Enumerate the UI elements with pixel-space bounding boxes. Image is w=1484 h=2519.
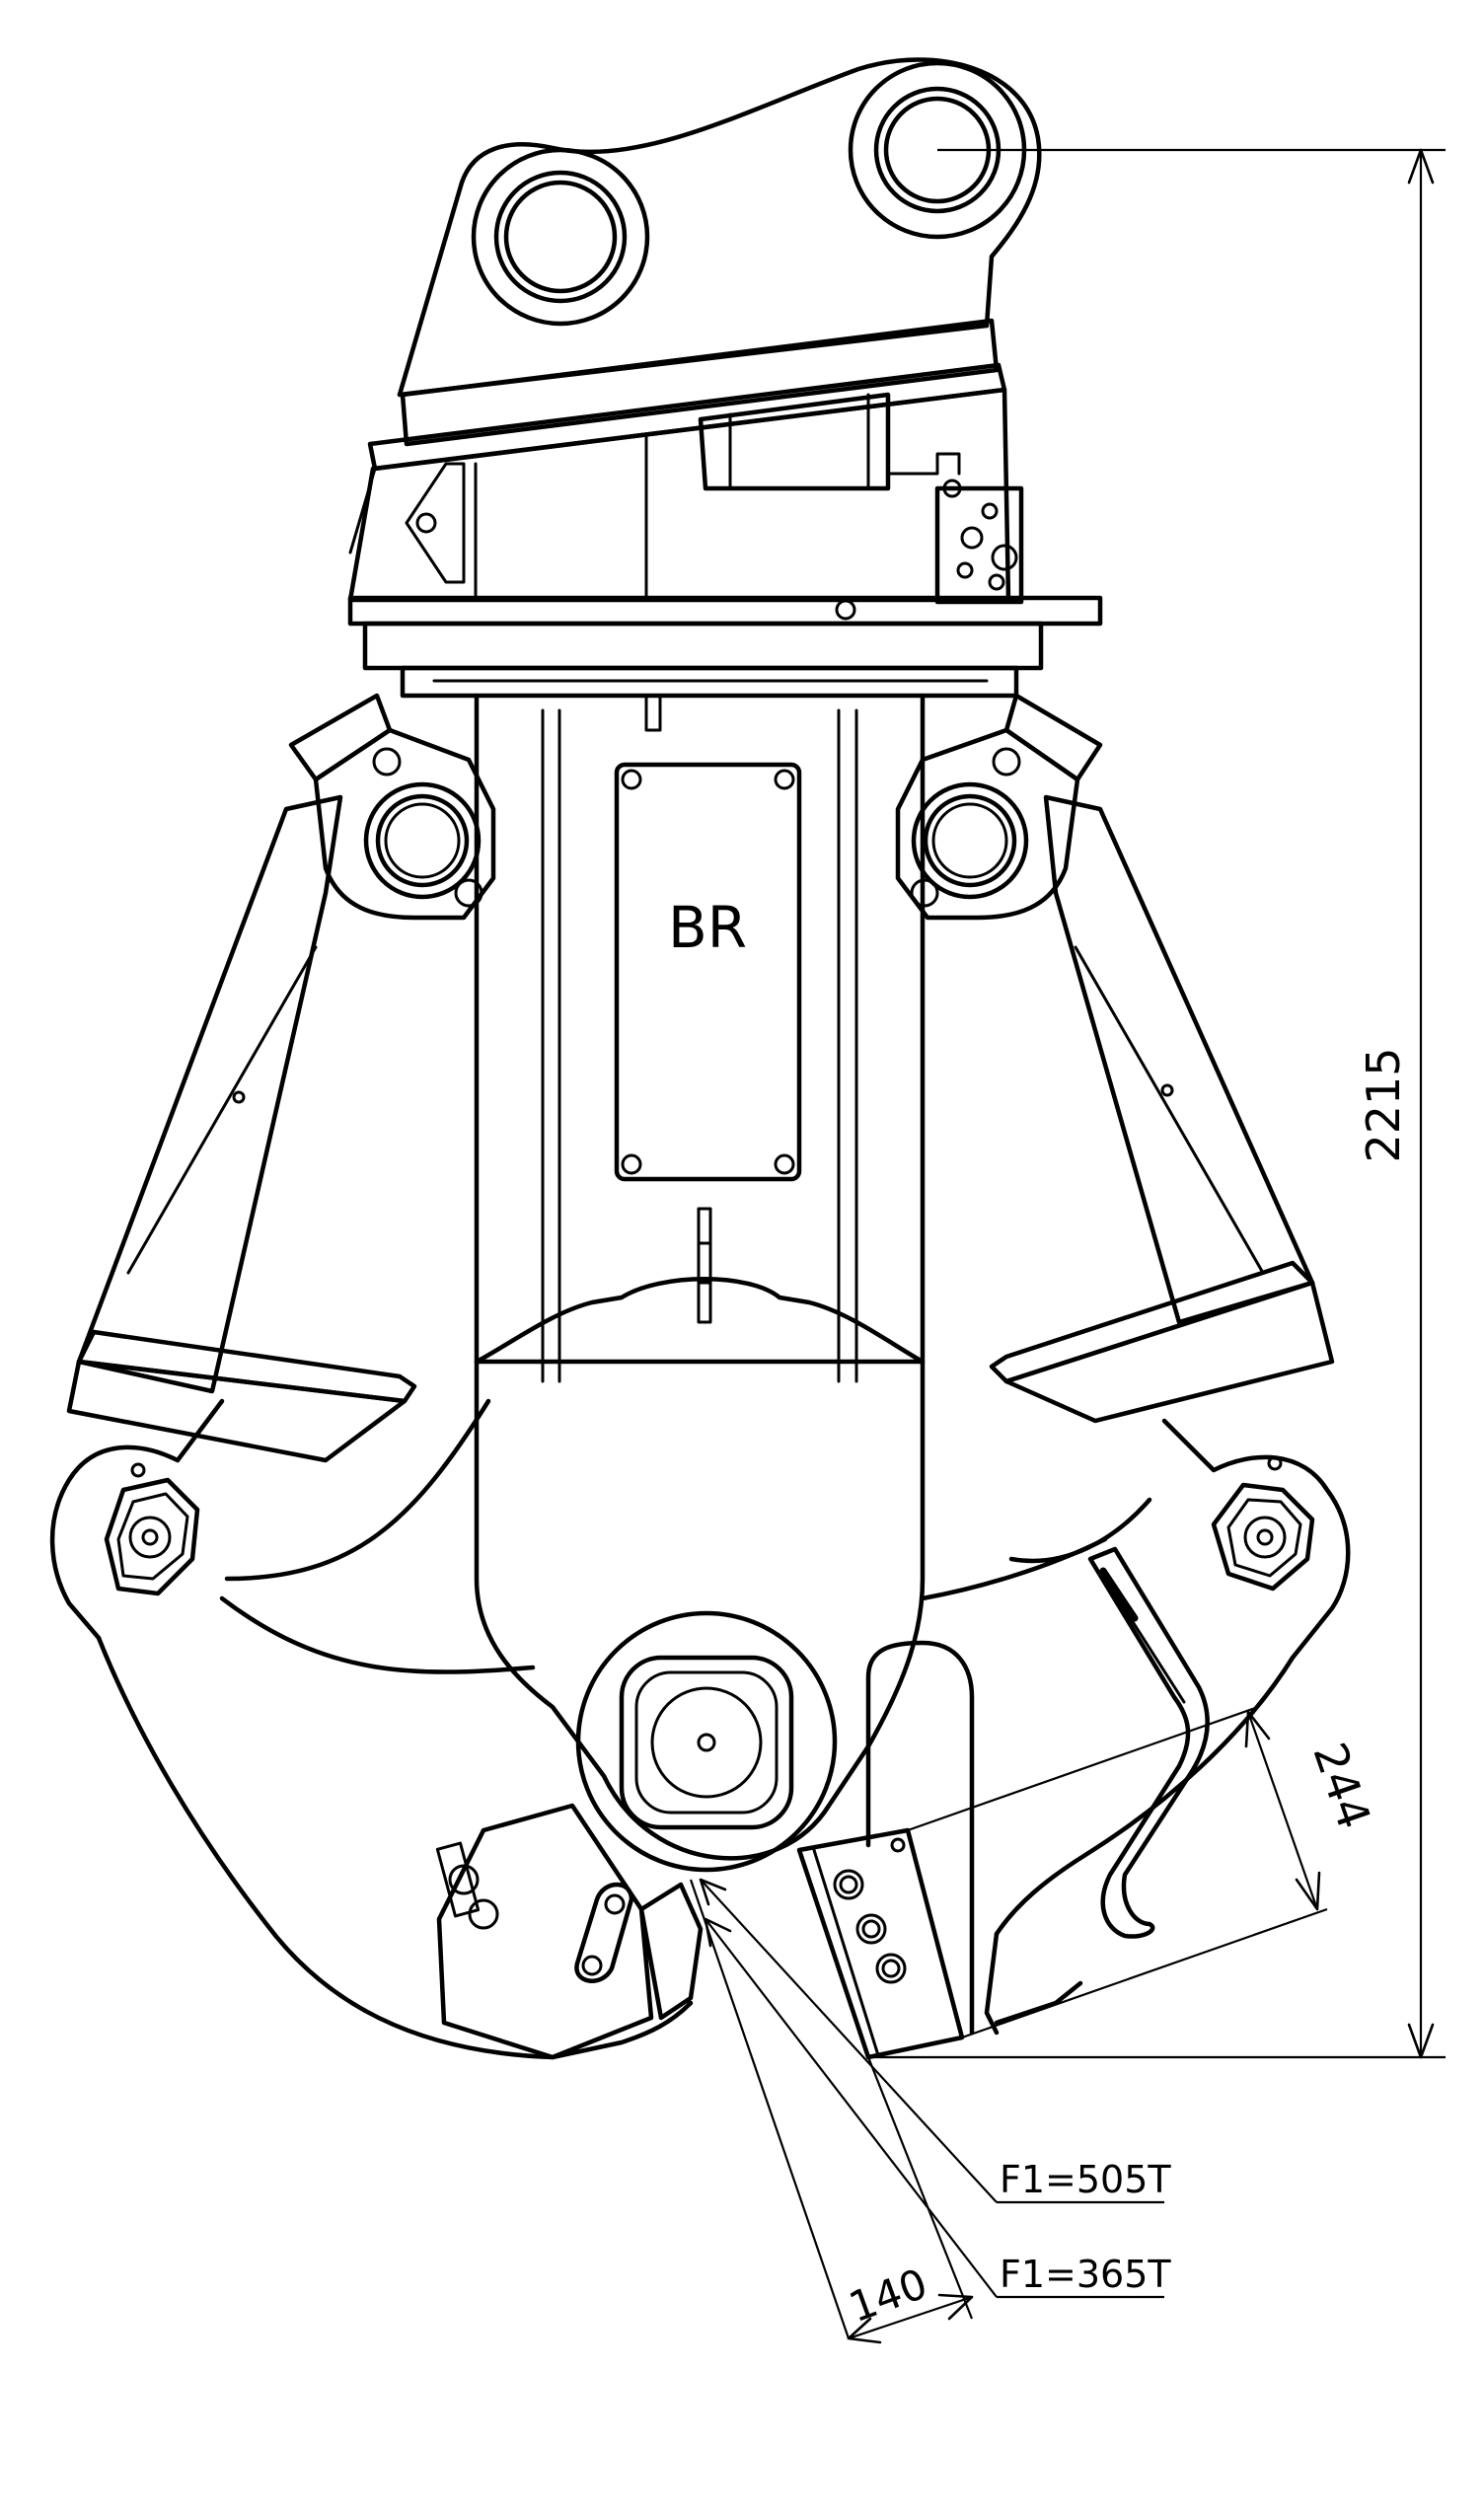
height-dimension-value: 2215 [1357,1047,1410,1162]
blade-length-value: 244 [1302,1736,1381,1835]
blade-length-dimension: 244 [907,1705,1381,2039]
main-body: BR [288,693,1103,1873]
rotator-flange [347,595,1103,699]
force-label-505: F1=505T [1000,2158,1171,2201]
adapter-plate [367,318,1007,472]
body-label: BR [668,894,747,961]
right-jaw [796,794,1351,2060]
force-label-365: F1=365T [1000,2253,1171,2296]
rotator-housing [347,387,1024,605]
mounting-bracket [397,57,1042,398]
height-dimension: 2215 [873,148,1446,2059]
left-jaw [49,794,704,2060]
opening-dimension-value: 140 [843,2260,933,2332]
force-leaders: F1=505T F1=365T [699,1878,1171,2299]
